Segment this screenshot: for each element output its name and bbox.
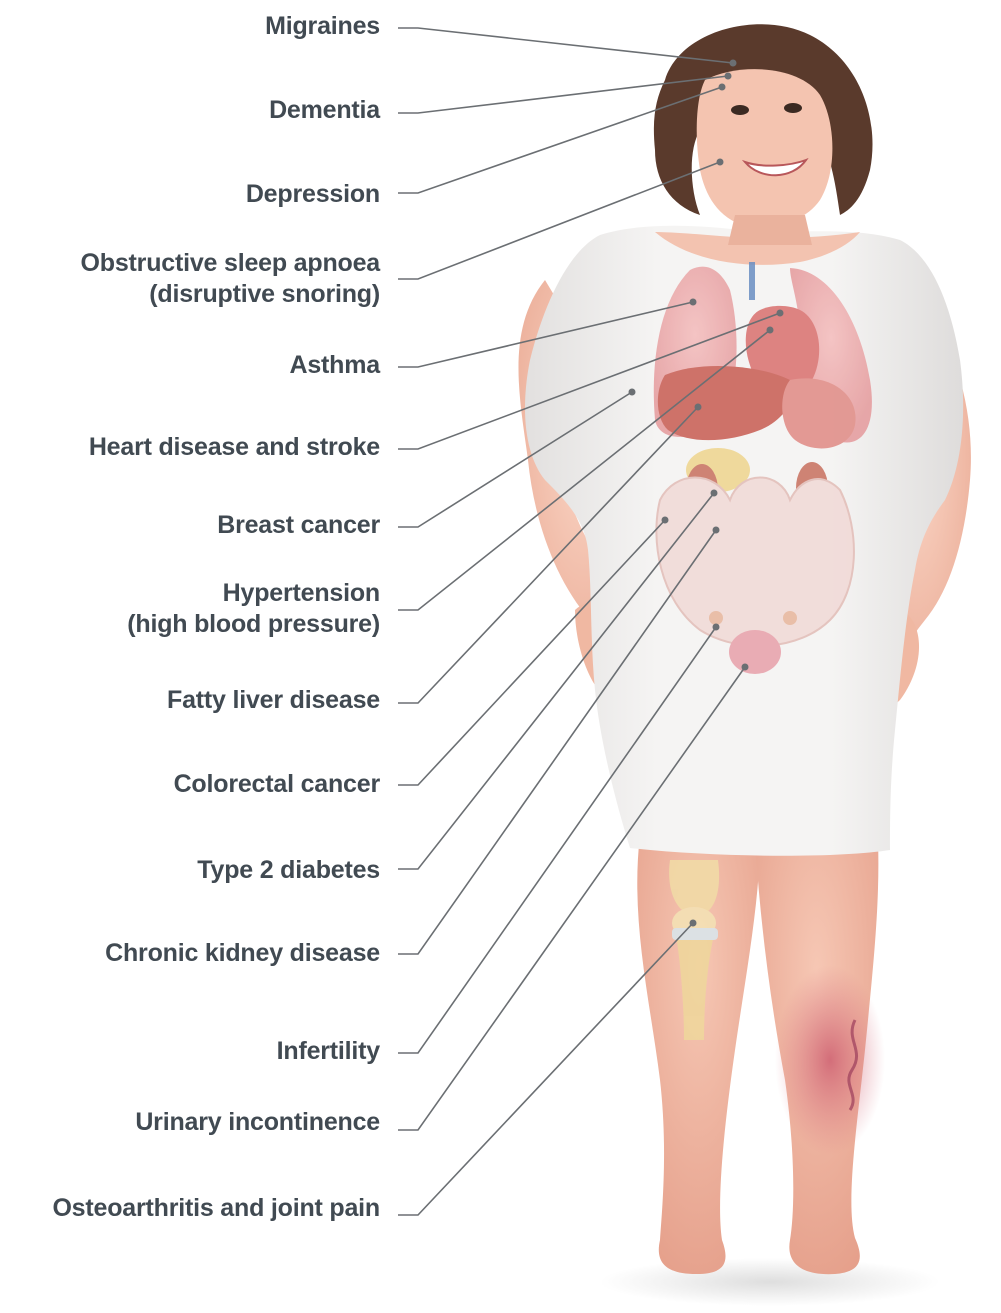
leader-dot-colorectal-cancer bbox=[662, 517, 669, 524]
label-text: Fatty liver disease bbox=[167, 686, 380, 714]
label-text: Infertility bbox=[277, 1037, 380, 1065]
neck bbox=[728, 215, 812, 245]
label-text: Type 2 diabetes bbox=[197, 856, 380, 884]
leader-dot-kidney-disease bbox=[713, 527, 720, 534]
label-text: Migraines bbox=[265, 12, 380, 40]
label-text: Osteoarthritis and joint pain bbox=[52, 1194, 380, 1222]
label-subtext: (disruptive snoring) bbox=[0, 279, 380, 310]
label-dementia: Dementia bbox=[0, 95, 380, 126]
ovary-left bbox=[709, 611, 723, 625]
leader-dot-hypertension bbox=[767, 327, 774, 334]
label-text: Asthma bbox=[290, 351, 381, 379]
bladder bbox=[729, 630, 781, 674]
label-sleep-apnoea: Obstructive sleep apnoea (disruptive sno… bbox=[0, 248, 380, 310]
label-depression: Depression bbox=[0, 179, 380, 210]
eye-left bbox=[731, 105, 749, 115]
label-text: Hypertension bbox=[0, 578, 380, 609]
leader-dot-infertility bbox=[713, 624, 720, 631]
label-text: Heart disease and stroke bbox=[89, 433, 380, 461]
label-colorectal-cancer: Colorectal cancer bbox=[0, 769, 380, 800]
label-osteoarthritis: Osteoarthritis and joint pain bbox=[0, 1193, 380, 1224]
label-breast-cancer: Breast cancer bbox=[0, 510, 380, 541]
leader-dot-breast-cancer bbox=[629, 389, 636, 396]
face bbox=[697, 69, 833, 228]
label-text: Obstructive sleep apnoea bbox=[0, 248, 380, 279]
label-heart-disease: Heart disease and stroke bbox=[0, 432, 380, 463]
leader-line-migraines bbox=[398, 28, 733, 63]
leader-dot-incontinence bbox=[742, 664, 749, 671]
leader-dot-heart-disease bbox=[777, 310, 784, 317]
eye-right bbox=[784, 103, 802, 113]
label-incontinence: Urinary incontinence bbox=[0, 1107, 380, 1138]
label-text: Dementia bbox=[269, 96, 380, 124]
label-hypertension: Hypertension (high blood pressure) bbox=[0, 578, 380, 640]
leader-dot-migraines bbox=[730, 60, 737, 67]
label-text: Chronic kidney disease bbox=[105, 939, 380, 967]
leader-dot-type2-diabetes bbox=[711, 490, 718, 497]
leader-dot-depression bbox=[719, 84, 726, 91]
leader-dot-asthma bbox=[690, 299, 697, 306]
label-subtext: (high blood pressure) bbox=[0, 609, 380, 640]
leader-dot-fatty-liver bbox=[695, 404, 702, 411]
ovary-right bbox=[783, 611, 797, 625]
label-text: Urinary incontinence bbox=[135, 1108, 380, 1136]
leader-dot-osteoarthritis bbox=[690, 920, 697, 927]
leader-dot-sleep-apnoea bbox=[717, 159, 724, 166]
label-migraines: Migraines bbox=[0, 11, 380, 42]
floor-shadow bbox=[600, 1258, 940, 1306]
label-text: Breast cancer bbox=[217, 511, 380, 539]
label-type2-diabetes: Type 2 diabetes bbox=[0, 855, 380, 886]
label-kidney-disease: Chronic kidney disease bbox=[0, 938, 380, 969]
label-text: Colorectal cancer bbox=[174, 770, 380, 798]
label-fatty-liver: Fatty liver disease bbox=[0, 685, 380, 716]
leader-dot-dementia bbox=[725, 73, 732, 80]
label-text: Depression bbox=[246, 180, 380, 208]
label-asthma: Asthma bbox=[0, 350, 380, 381]
varicose-veins bbox=[775, 965, 885, 1155]
label-infertility: Infertility bbox=[0, 1036, 380, 1067]
